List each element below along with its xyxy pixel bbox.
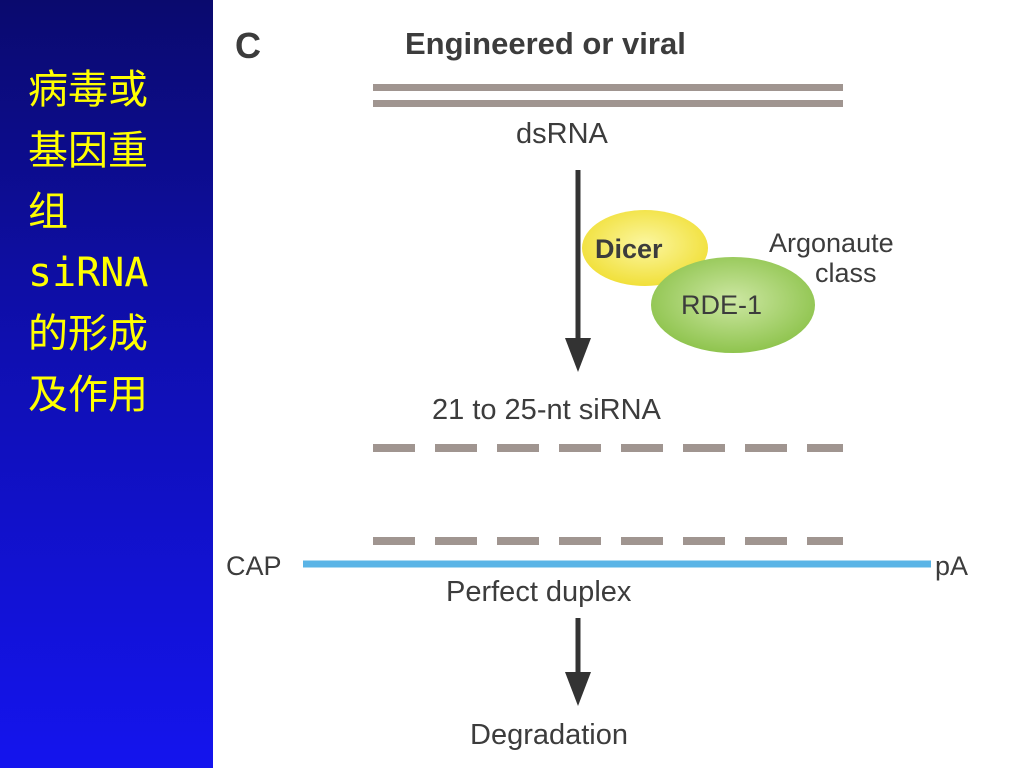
dicer-label: Dicer <box>595 234 663 264</box>
panel-letter: C <box>235 25 261 66</box>
dsrna-strand-top <box>373 84 843 91</box>
sidebar-title: 病毒或 基因重 组 siRNA 的形成 及作用 <box>28 67 149 418</box>
dsrna-strand-bottom <box>373 100 843 107</box>
diagram-heading: Engineered or viral <box>405 26 686 61</box>
argonaute-class-label: class <box>815 258 877 288</box>
dsrna-label: dsRNA <box>516 118 609 150</box>
duplex-label: Perfect duplex <box>446 576 632 608</box>
dicer-ellipse <box>582 210 708 286</box>
processing-arrow-head <box>565 338 591 372</box>
degradation-label: Degradation <box>470 719 628 751</box>
sirna-diagram: C Engineered or viral dsRNA Dicer RDE-1 … <box>226 25 968 751</box>
rde1-ellipse <box>651 257 815 353</box>
degradation-arrow-head <box>565 672 591 706</box>
diagram-panel: C Engineered or viral dsRNA Dicer RDE-1 … <box>213 0 1024 768</box>
pa-label: pA <box>935 551 968 581</box>
rde1-label: RDE-1 <box>681 290 762 320</box>
argonaute-label: Argonaute <box>769 228 894 258</box>
sidebar-panel: 病毒或 基因重 组 siRNA 的形成 及作用 <box>0 0 213 768</box>
cap-label: CAP <box>226 551 282 581</box>
sirna-label: 21 to 25-nt siRNA <box>432 394 662 426</box>
